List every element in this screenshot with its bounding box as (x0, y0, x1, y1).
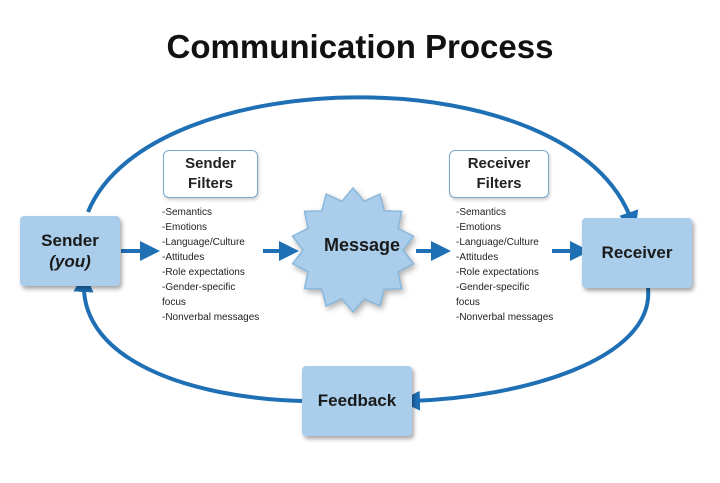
filter-item: focus (162, 297, 186, 308)
filter-item: -Gender-specific (162, 282, 236, 293)
receiver-label: Receiver (601, 243, 673, 263)
filter-item: -Nonverbal messages (162, 312, 260, 323)
filter-item: -Role expectations (456, 267, 539, 278)
diagram-title: Communication Process (166, 28, 554, 65)
receiver-to-feedback-arrow (400, 287, 651, 411)
feedback-node: Feedback (302, 366, 412, 436)
filter-item: -Language/Culture (162, 237, 245, 248)
sender-filters-list: -Semantics -Emotions -Language/Culture -… (162, 205, 259, 325)
sender-node: Sender (you) (20, 216, 120, 286)
feedback-label: Feedback (317, 391, 397, 411)
sender-sublabel: (you) (49, 252, 91, 271)
receiver-filters-heading: Receiver Filters (449, 150, 549, 198)
sender-label: Sender (41, 230, 99, 250)
receiver-filters-list: -Semantics -Emotions -Language/Culture -… (456, 205, 553, 325)
receiver-filters-heading-line1: Receiver (467, 154, 531, 172)
filter-item: -Attitudes (162, 252, 205, 263)
filter-item: -Emotions (162, 222, 208, 233)
sender-to-receiver-loop-arrow (86, 95, 639, 232)
sender-filters-heading: Sender Filters (163, 150, 258, 198)
receiver-filters-heading-line2: Filters (476, 175, 522, 192)
filter-item: -Nonverbal messages (456, 312, 554, 323)
message-label: Message (323, 235, 401, 255)
filter-item: -Emotions (456, 222, 502, 233)
feedback-to-sender-arrow (73, 272, 303, 403)
filter-item: -Semantics (162, 207, 213, 218)
filter-item: -Semantics (456, 207, 507, 218)
filter-item: -Attitudes (456, 252, 499, 263)
filter-item: -Role expectations (162, 267, 245, 278)
filter-item: focus (456, 297, 480, 308)
sender-filters-heading-line2: Filters (187, 175, 233, 192)
filter-item: -Language/Culture (456, 237, 539, 248)
filter-item: -Gender-specific (456, 282, 530, 293)
receiver-node: Receiver (582, 218, 692, 288)
sender-filters-heading-line1: Sender (185, 154, 236, 172)
message-burst-shape (291, 186, 415, 314)
